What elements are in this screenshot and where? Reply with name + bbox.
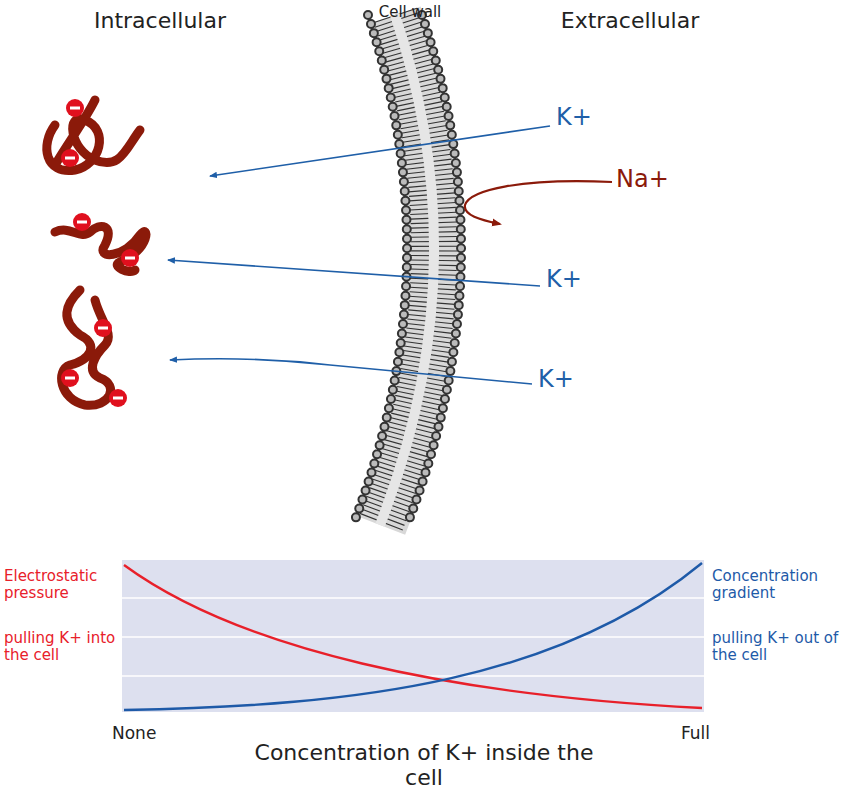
axis-label: pulling K+ out of the cell bbox=[712, 630, 846, 665]
chart bbox=[122, 560, 704, 712]
axis-title: Concentration of K+ inside the cell bbox=[244, 740, 604, 791]
axis-tick: Full bbox=[640, 724, 710, 744]
negative-charge bbox=[61, 99, 139, 407]
sodium-arrow bbox=[465, 181, 612, 224]
ion-label: K+ bbox=[556, 104, 616, 132]
ion-label: K+ bbox=[546, 266, 606, 294]
cell-membrane bbox=[353, 15, 461, 525]
axis-label: Concentration gradient bbox=[712, 568, 846, 603]
axis-label: pulling K+ into the cell bbox=[4, 630, 116, 665]
ion-label: K+ bbox=[538, 366, 598, 394]
part-label: Cell wall bbox=[375, 4, 445, 21]
region-label: Intracellular bbox=[40, 8, 280, 33]
ion-label: Na+ bbox=[616, 166, 686, 194]
ion-arrow bbox=[168, 126, 550, 384]
axis-label: Electrostatic pressure bbox=[4, 568, 116, 603]
region-label: Extracellular bbox=[510, 8, 750, 33]
axis-tick: None bbox=[112, 724, 192, 744]
protein bbox=[47, 100, 146, 405]
